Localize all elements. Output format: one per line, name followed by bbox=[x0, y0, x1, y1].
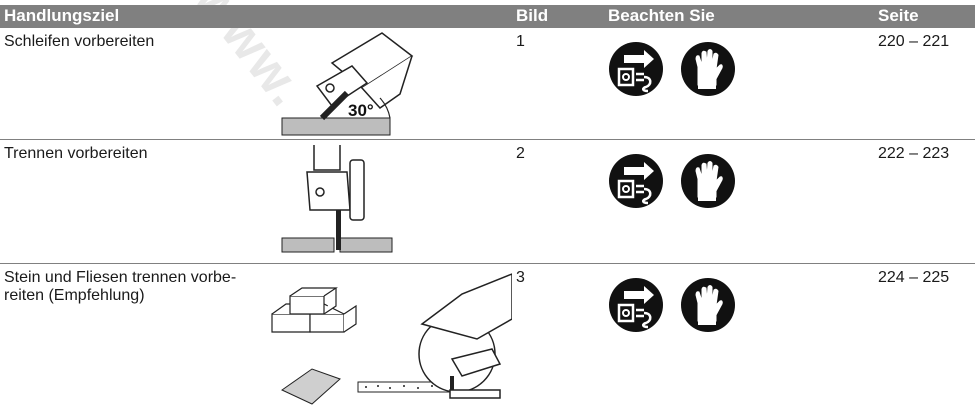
row-goal: Trennen vorbereiten bbox=[0, 140, 262, 264]
row-goal: Schleifen vorbereiten bbox=[0, 28, 262, 140]
row-goal: Stein und Fliesen trennen vorbe-reiten (… bbox=[0, 264, 262, 419]
table-row: Trennen vorbereiten 2 bbox=[0, 140, 975, 264]
gloves-icon bbox=[680, 41, 736, 97]
row-pages: 222 – 223 bbox=[874, 140, 975, 264]
gloves-icon bbox=[680, 277, 736, 333]
illustration-stone-cutting bbox=[262, 264, 512, 419]
gloves-icon bbox=[680, 153, 736, 209]
instruction-table: Handlungsziel Bild Beachten Sie Seite Sc… bbox=[0, 5, 975, 419]
header-goal: Handlungsziel bbox=[0, 5, 262, 28]
row-notes bbox=[604, 264, 874, 419]
header-page: Seite bbox=[874, 5, 975, 28]
row-pages: 220 – 221 bbox=[874, 28, 975, 140]
unplug-icon bbox=[608, 41, 664, 97]
row-figure: 3 bbox=[512, 264, 604, 419]
illustration-cutting bbox=[262, 140, 512, 264]
header-figure: Bild bbox=[512, 5, 604, 28]
row-figure: 1 bbox=[512, 28, 604, 140]
row-figure: 2 bbox=[512, 140, 604, 264]
header-image bbox=[262, 5, 512, 28]
row-pages: 224 – 225 bbox=[874, 264, 975, 419]
header-note: Beachten Sie bbox=[604, 5, 874, 28]
illustration-grinding: 30° bbox=[262, 28, 512, 140]
row-notes bbox=[604, 140, 874, 264]
table-row: Stein und Fliesen trennen vorbe-reiten (… bbox=[0, 264, 975, 419]
unplug-icon bbox=[608, 153, 664, 209]
unplug-icon bbox=[608, 277, 664, 333]
angle-label: 30° bbox=[348, 101, 374, 120]
row-notes bbox=[604, 28, 874, 140]
table-row: Schleifen vorbereiten 30° 1 bbox=[0, 28, 975, 140]
table-header: Handlungsziel Bild Beachten Sie Seite bbox=[0, 5, 975, 28]
